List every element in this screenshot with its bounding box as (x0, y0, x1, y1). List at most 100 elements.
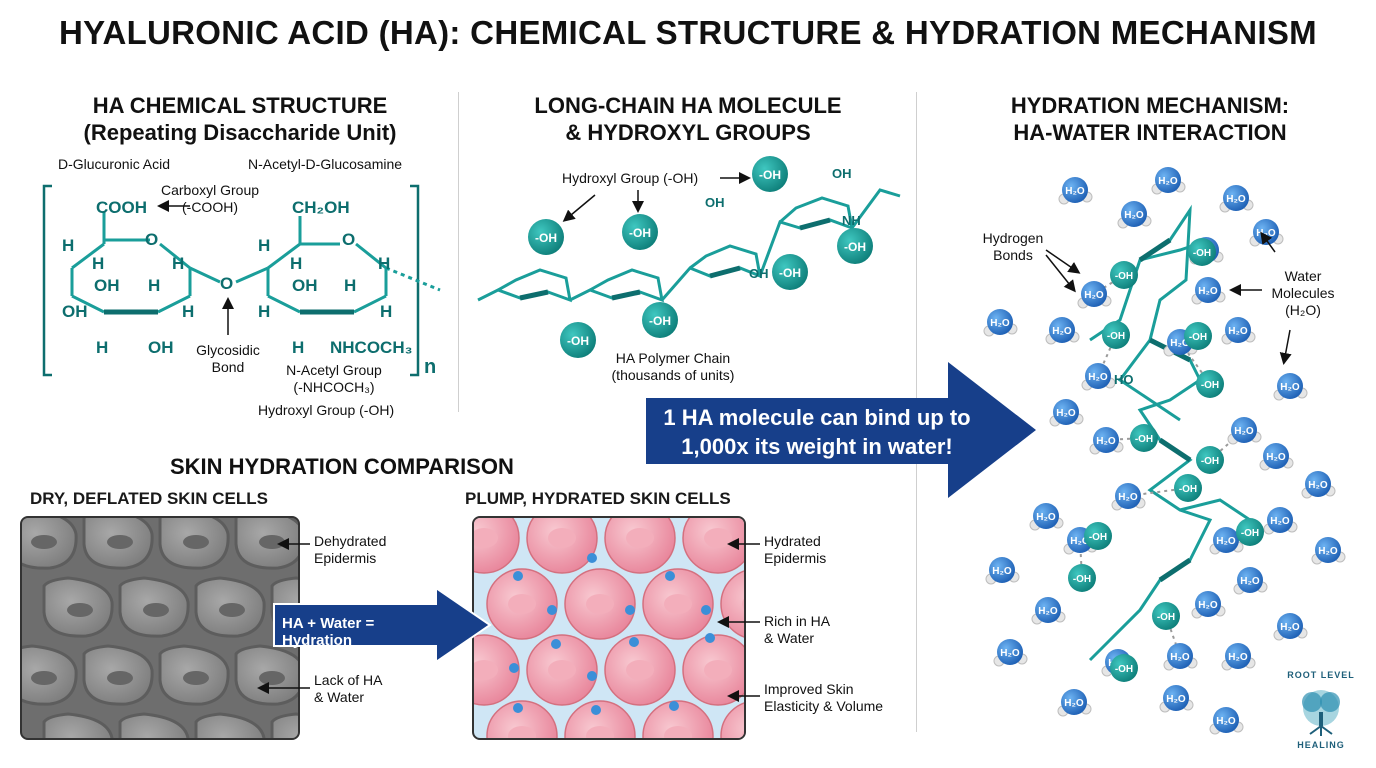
divider-left (458, 92, 459, 412)
dry-cell (234, 644, 298, 706)
atom-o-ring1: O (145, 230, 159, 249)
svg-text:H₂O: H₂O (1266, 452, 1286, 463)
water-molecule: H₂O (1151, 167, 1186, 195)
water-molecule: H₂O (1259, 443, 1294, 471)
atom-oh-2: OH (62, 302, 88, 321)
glycosidic-link (189, 266, 269, 284)
label-polymer-line2: (thousands of units) (611, 367, 735, 383)
left-bracket (42, 184, 52, 377)
atom-h-12: H (380, 302, 393, 321)
atom-h-11: H (258, 302, 271, 321)
svg-text:-OH: -OH (1115, 664, 1133, 675)
svg-text:-OH: -OH (1089, 532, 1107, 543)
svg-text:-OH: -OH (1157, 612, 1175, 623)
hydrated-cell (564, 568, 636, 640)
label-hydrated-epidermis: Hydrated Epidermis (764, 533, 826, 567)
svg-text:H₂O: H₂O (1038, 606, 1058, 617)
hydrated-cell (564, 700, 636, 738)
water-molecule: H₂O (985, 557, 1020, 585)
label-water-line2: Molecules (1271, 285, 1335, 301)
hydrated-cell (720, 702, 744, 738)
atom-h-6: H (96, 338, 109, 357)
svg-text:-OH: -OH (1241, 528, 1259, 539)
svg-text:H₂O: H₂O (1228, 652, 1248, 663)
svg-text:H₂O: H₂O (1170, 338, 1190, 349)
label-acetyl-line2: (-NHCOCH₃) (293, 379, 375, 395)
svg-text:H₂O: H₂O (1216, 536, 1236, 547)
svg-text:H₂O: H₂O (1308, 480, 1328, 491)
oh-ball: -OH (1152, 602, 1180, 630)
hydrated-cell (604, 634, 676, 706)
water-droplet (587, 553, 597, 563)
skin-title: SKIN HYDRATION COMPARISON (170, 454, 514, 479)
svg-text:-OH: -OH (649, 314, 671, 328)
water-droplet (625, 605, 635, 615)
label-lack-line1: Lack of HA (314, 672, 383, 688)
chain-title: LONG-CHAIN HA MOLECULE & HYDROXYL GROUPS (478, 92, 898, 146)
atom-oh-3: OH (148, 338, 174, 357)
dry-cell (42, 712, 114, 738)
tree-icon (1302, 690, 1340, 736)
water-droplet (587, 671, 597, 681)
water-molecule: H₂O (1111, 483, 1146, 511)
label-rich-line1: Rich in HA (764, 613, 831, 629)
svg-text:H₂O: H₂O (1240, 576, 1260, 587)
hydrated-cell (526, 518, 598, 574)
atom-h-2: H (92, 254, 105, 273)
svg-text:-OH: -OH (1201, 380, 1219, 391)
oh-ball: -OH (1084, 522, 1112, 550)
label-carboxyl-line1: Carboxyl Group (160, 182, 260, 198)
water-molecule: H₂O (1311, 537, 1346, 565)
svg-text:H₂O: H₂O (1036, 512, 1056, 523)
water-droplet (701, 605, 711, 615)
svg-text:H₂O: H₂O (1070, 536, 1090, 547)
label-dehydrated-line1: Dehydrated (314, 533, 387, 549)
dry-cell (194, 712, 266, 738)
label-hydrogen-bonds: Hydrogen Bonds (968, 230, 1058, 264)
svg-text:-OH: -OH (1193, 248, 1211, 259)
label-glycosidic-line2: Bond (211, 359, 245, 375)
svg-text:H₂O: H₂O (992, 566, 1012, 577)
oh-ball: -OH (1174, 474, 1202, 502)
svg-text:H₂O: H₂O (1280, 622, 1300, 633)
water-molecule: H₂O (1221, 317, 1256, 345)
water-droplet (551, 639, 561, 649)
atom-cooh: COOH (96, 198, 147, 217)
label-hydroxyl-chain: Hydroxyl Group (-OH) (562, 170, 699, 186)
label-polymer-chain: HA Polymer Chain (thousands of units) (598, 350, 748, 384)
label-carboxyl-group: Carboxyl Group (-COOH) (150, 182, 270, 216)
svg-text:-OH: -OH (1179, 484, 1197, 495)
hydrated-cell (642, 700, 714, 738)
water-molecule: H₂O (1163, 643, 1198, 671)
label-hbonds-line1: Hydrogen (982, 230, 1044, 246)
label-glucuronic-acid: D-Glucuronic Acid (58, 156, 171, 172)
svg-text:H₂O: H₂O (1084, 290, 1104, 301)
structure-title-line2: (Repeating Disaccharide Unit) (83, 120, 397, 145)
svg-text:-OH: -OH (1135, 434, 1153, 445)
water-droplet (705, 633, 715, 643)
oh-ball: -OH (1188, 238, 1216, 266)
hydration-oh-groups: -OH-OH-OH-OH-OH-OH-OH-OH-OH-OH-OH-OH-OH (1068, 238, 1264, 682)
svg-text:H₂O: H₂O (1280, 382, 1300, 393)
oh-ball: -OH (1110, 261, 1138, 289)
atom-h-7: H (258, 236, 271, 255)
svg-text:-OH: -OH (1073, 574, 1091, 585)
chain-atom-nh: NH (842, 213, 861, 228)
plump-cells (474, 518, 744, 738)
label-dehydrated-line2: Epidermis (314, 550, 377, 566)
water-droplet (629, 637, 639, 647)
water-molecule: H₂O (1089, 427, 1124, 455)
svg-text:-OH: -OH (759, 168, 781, 182)
svg-text:-OH: -OH (779, 266, 801, 280)
label-improved-line2: Elasticity & Volume (764, 698, 884, 714)
hydrated-cell (682, 634, 744, 706)
hydration-title: HYDRATION MECHANISM: HA-WATER INTERACTIO… (930, 92, 1370, 146)
hydrated-cell (604, 518, 676, 574)
water-molecule: H₂O (983, 309, 1018, 337)
water-molecule: H₂O (1221, 643, 1256, 671)
water-molecule: H₂O (1301, 471, 1336, 499)
water-droplet (513, 703, 523, 713)
svg-text:-OH: -OH (1107, 331, 1125, 342)
dry-cell (22, 518, 78, 570)
